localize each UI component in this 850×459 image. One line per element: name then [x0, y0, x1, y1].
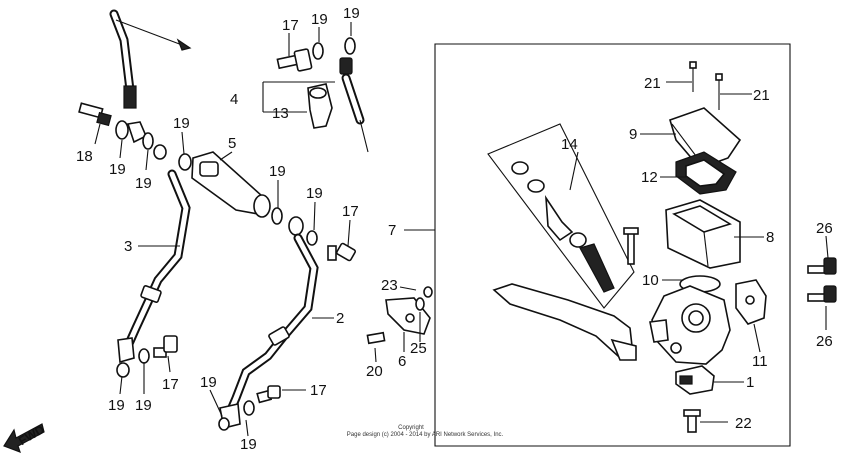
callout-19-bot-2: 19: [240, 436, 257, 453]
washer-23: [423, 286, 433, 298]
washer-19-low-2: [138, 348, 150, 364]
copyright-line-1: Copyright: [398, 425, 424, 431]
callout-19-top-1: 19: [311, 11, 328, 28]
callout-21-left: 21: [644, 75, 661, 92]
callout-3: 3: [124, 238, 132, 255]
callout-19-top-2: 19: [343, 5, 360, 22]
master-cylinder-body: [665, 199, 741, 269]
callout-8: 8: [766, 229, 774, 246]
callout-2: 2: [336, 310, 344, 327]
upper-brake-hose: [109, 9, 192, 109]
bolt-20: [366, 331, 386, 345]
bracket-11: [735, 279, 767, 325]
callout-19-mid-top: 19: [173, 115, 190, 132]
callout-7: 7: [388, 222, 396, 239]
bolt-26-bottom: [807, 285, 837, 303]
bolt-18: [78, 102, 112, 127]
master-cylinder-housing: [649, 285, 731, 365]
leader-lines: [94, 22, 829, 437]
bolt-17-low: [153, 335, 178, 358]
washer-19-left: [115, 120, 129, 140]
washer-top-1: [312, 42, 324, 60]
callout-21-right: 21: [753, 87, 770, 104]
callout-11: 11: [752, 353, 768, 370]
callout-23: 23: [381, 277, 398, 294]
callout-10: 10: [642, 272, 659, 289]
brake-hose-3: [117, 169, 191, 364]
washer-19-mid-2: [271, 207, 283, 225]
washer-19-left-2: [142, 132, 154, 150]
callout-6: 6: [398, 353, 406, 370]
callout-17-bot: 17: [310, 382, 327, 399]
stop-switch: [675, 365, 715, 395]
washer-19-bot-2: [243, 400, 255, 416]
washer-top-2: [344, 37, 356, 55]
callout-9: 9: [629, 126, 637, 143]
hose-fitting-13: [307, 83, 333, 129]
callout-17-mid: 17: [342, 203, 359, 220]
callout-14: 14: [561, 136, 578, 153]
callout-numbers: 17 19 19 4 13 18 19 19 19 5 3 19 19 17 7…: [76, 5, 833, 453]
callout-17-bot-left: 17: [162, 376, 179, 393]
callout-26-top: 26: [816, 220, 833, 237]
callout-17-top: 17: [282, 17, 299, 34]
callout-19-bot-left-1: 19: [108, 397, 125, 414]
pipe-fitting-top: [339, 57, 369, 153]
callout-18: 18: [76, 148, 93, 165]
callout-1: 1: [746, 374, 754, 391]
reservoir-cap: [669, 107, 742, 169]
bolt-26-top: [807, 257, 837, 275]
copyright-watermark: Copyright Page design (c) 2004 - 2014 by…: [347, 425, 504, 438]
forward-arrow-icon: FWD: [3, 422, 47, 454]
callout-19-mid-1: 19: [269, 163, 286, 180]
washer-19-low-1: [116, 362, 130, 378]
callout-26-bottom: 26: [816, 333, 833, 350]
three-way-joint: [191, 151, 271, 218]
washer-19-mid: [178, 153, 192, 171]
copyright-line-2: Page design (c) 2004 - 2014 by ARI Netwo…: [347, 432, 504, 438]
screw-22: [683, 409, 701, 433]
callout-22: 22: [735, 415, 752, 432]
washer-25: [415, 297, 425, 311]
callout-19-left-2: 19: [135, 175, 152, 192]
assembly-box: [434, 43, 791, 447]
screw-21-left: [689, 61, 697, 92]
callout-19-bot-1: 19: [200, 374, 217, 391]
callout-13: 13: [272, 105, 289, 122]
washer-19-bot-1: [218, 417, 230, 431]
bolt-17-bot: [256, 385, 281, 404]
washer-19-mid-3: [306, 230, 318, 246]
brake-lever: [492, 283, 637, 361]
callout-5: 5: [228, 135, 236, 152]
callout-4: 4: [230, 91, 238, 108]
callout-19-left-1: 19: [109, 161, 126, 178]
piston-set: [487, 123, 635, 309]
screw-21-right: [715, 73, 723, 110]
callout-25: 25: [410, 340, 427, 357]
pin-near-piston: [623, 227, 639, 265]
banjo-bolt-top: [276, 48, 313, 72]
callout-20: 20: [366, 363, 383, 380]
diaphragm-plate: [675, 151, 737, 195]
callout-19-bot-left-2: 19: [135, 397, 152, 414]
bolt-17-mid: [327, 242, 356, 262]
callout-12: 12: [641, 169, 658, 186]
callout-19-mid-2: 19: [306, 185, 323, 202]
